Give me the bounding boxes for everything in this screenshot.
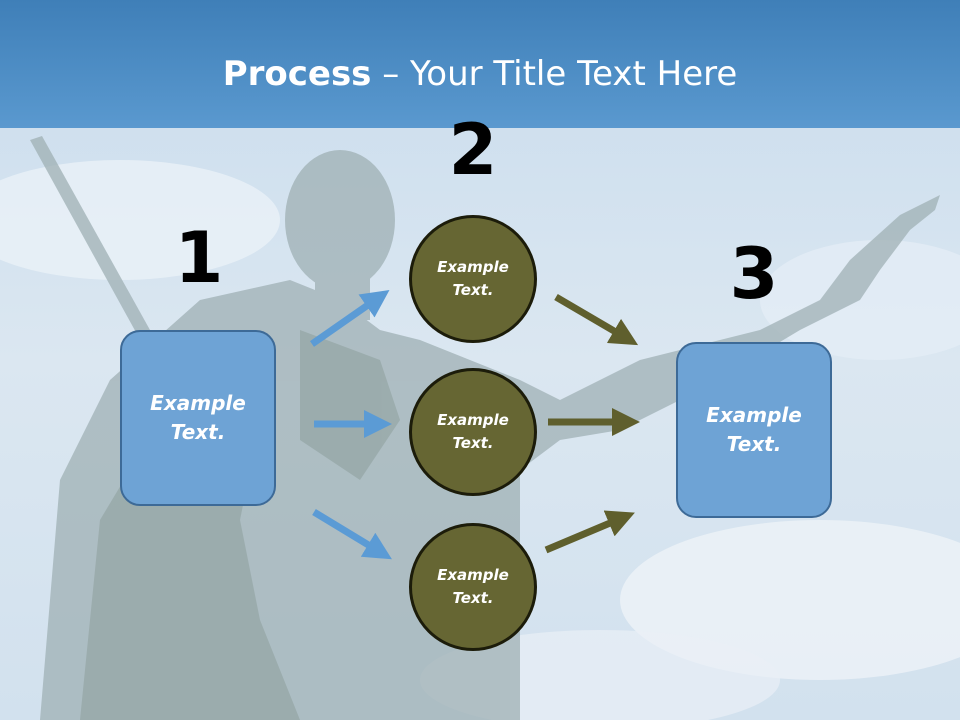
step-2-number: 2 [448,109,498,191]
circle-middle-text: Example Text. [437,411,509,452]
title-rest: – Your Title Text Here [371,54,738,94]
step-2-circle-bottom: Example Text. [409,523,537,651]
slide-title: Process – Your Title Text Here [0,52,960,96]
step-3-number: 3 [729,233,779,315]
step-2-circle-top: Example Text. [409,215,537,343]
step-2-circle-middle: Example Text. [409,368,537,496]
arrow-1-to-bottom [312,509,392,560]
arrow-top-to-3 [554,293,639,346]
step-1-box: Example Text. [120,330,276,506]
circle-bottom-text: Example Text. [437,566,509,607]
title-bar [0,0,960,128]
arrow-bottom-to-3 [544,510,635,554]
step-1-number: 1 [174,217,224,299]
title-bold: Process [222,54,372,94]
step-1-box-text: Example Text. [150,391,246,444]
circle-top-text: Example Text. [437,258,509,299]
arrow-1-to-top [309,289,390,347]
step-3-box-text: Example Text. [706,403,802,456]
step-3-box: Example Text. [676,342,832,518]
